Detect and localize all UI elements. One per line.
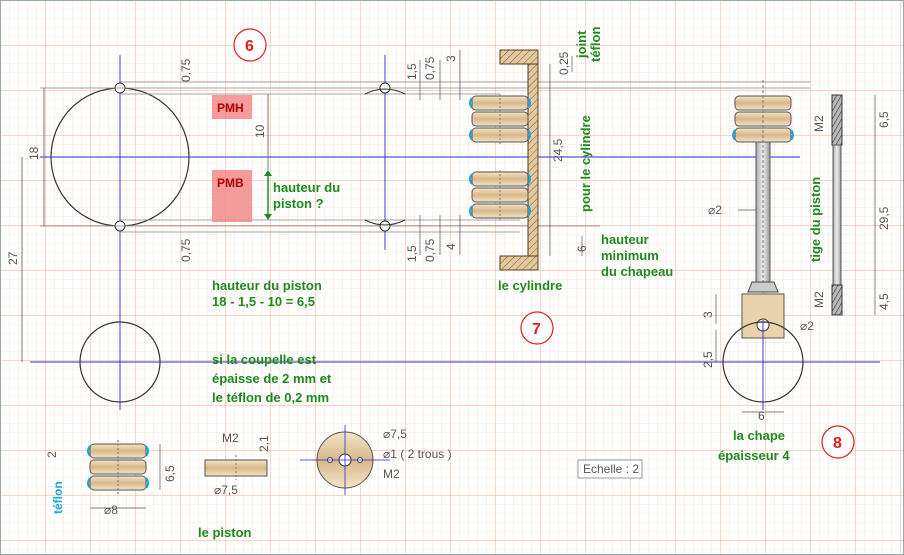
dia-75-disc: ⌀7,5: [214, 483, 238, 497]
dim-10: 10: [253, 124, 267, 138]
note-coupelle-3: le téflon de 0,2 mm: [212, 390, 329, 405]
note-calc-1: hauteur du piston: [212, 278, 322, 293]
dim-18: 18: [27, 146, 41, 160]
dim-left: [21, 88, 45, 362]
pmh-box: [212, 95, 252, 119]
svg-text:7: 7: [532, 321, 541, 338]
cylinder-body: [499, 49, 539, 271]
m2-bot: M2: [812, 291, 826, 308]
crank-pin-marks: [364, 55, 406, 250]
dim-295: 29,5: [877, 206, 891, 230]
note-tige-piston: tige du piston: [808, 177, 823, 262]
dim-65-piston: 6,5: [163, 465, 177, 482]
note-teflon: téflon: [51, 481, 65, 514]
pmb-box: [212, 170, 252, 222]
dim-6-cylinder: 6: [575, 245, 589, 252]
note-joint: joint: [574, 30, 589, 59]
connecting-rod: [722, 80, 804, 410]
disc-side: [204, 455, 268, 480]
piston-stack-bottom: [469, 170, 531, 220]
disc-top: [300, 425, 390, 495]
m2-round: M2: [383, 467, 400, 481]
note-chape-1: la chape: [733, 428, 785, 443]
svg-text:8: 8: [833, 435, 842, 452]
note-coupelle-2: épaisse de 2 mm et: [212, 371, 332, 386]
dia-2-left: ⌀2: [708, 203, 722, 217]
dim-27: 27: [6, 251, 20, 265]
crank-circle-lower: [30, 321, 880, 403]
pmh-label: PMH: [217, 101, 244, 115]
echelle-box: [577, 459, 643, 479]
dim-65-right: 6,5: [877, 111, 891, 128]
m2-disc: M2: [222, 431, 239, 445]
note-le-cylindre: le cylindre: [498, 278, 562, 293]
dim-3-chape: 3: [701, 311, 715, 318]
dia-1-holes: ⌀1 ( 2 trous ): [383, 447, 452, 461]
dim-075-c-bot: 0,75: [423, 238, 437, 262]
dim-25-chape: 2,5: [701, 351, 715, 368]
dim-3: 3: [444, 55, 458, 62]
dim-15-top: 1,5: [405, 63, 419, 80]
marker-8: [821, 425, 855, 459]
dim-21: 2,1: [257, 435, 271, 452]
piston-assembly: [87, 440, 149, 496]
dim-075-bot: 0,75: [179, 238, 193, 262]
piston-rod: [831, 94, 843, 316]
dia-8: ⌀8: [104, 503, 118, 517]
dim-245: 24,5: [551, 138, 565, 162]
note-hauteur-piston-1: hauteur du: [273, 180, 340, 195]
marker-7: [520, 311, 554, 345]
dim-lines-center: [419, 50, 461, 255]
note-calc-2: 18 - 1,5 - 10 = 6,5: [212, 294, 315, 309]
note-coupelle-1: si la coupelle est: [212, 352, 317, 367]
dim-6-chape: 6: [758, 409, 765, 423]
dim-075-c-top: 0,75: [423, 56, 437, 80]
note-hauteur-chapeau-1: hauteur: [601, 232, 649, 247]
note-hauteur-chapeau-3: du chapeau: [601, 264, 673, 279]
note-pour-cylindre: pour le cylindre: [578, 115, 593, 212]
dim-45: 4,5: [877, 293, 891, 310]
note-hauteur-piston-2: piston ?: [273, 196, 324, 211]
dia-75-round: ⌀7,5: [383, 427, 407, 441]
piston-stack-top: [469, 94, 531, 144]
m2-top: M2: [812, 115, 826, 132]
note-chape-2: épaisseur 4: [718, 448, 790, 463]
dim-025: 0,25: [557, 51, 571, 75]
dim-2-piston: 2: [45, 451, 59, 458]
note-teflon-joint: téflon: [588, 27, 603, 62]
dim-075-top: 0,75: [179, 58, 193, 82]
marker-6: [233, 28, 267, 62]
reference-lines: [40, 81, 810, 233]
pmb-label: PMB: [217, 176, 244, 190]
dim-4: 4: [444, 243, 458, 250]
dia-2-right: ⌀2: [800, 319, 814, 333]
svg-text:6: 6: [245, 38, 254, 55]
echelle-label: Echelle : 2: [583, 462, 639, 476]
dim-15-bot: 1,5: [405, 245, 419, 262]
note-hauteur-chapeau-2: minimum: [601, 248, 659, 263]
note-le-piston: le piston: [198, 525, 252, 540]
